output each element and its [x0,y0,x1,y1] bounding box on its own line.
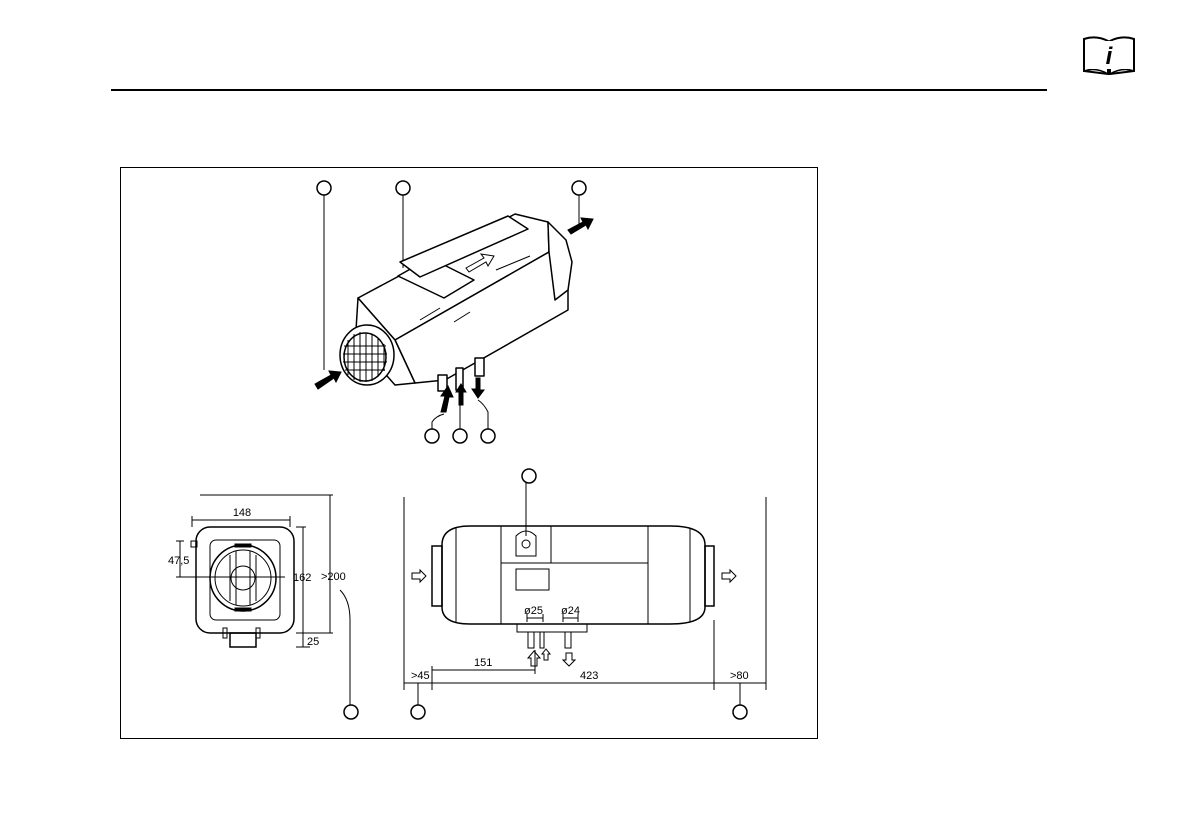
callout-circle-3 [572,181,586,195]
dim-length: 423 [580,670,598,682]
front-view [176,495,350,705]
callout-circle-10 [733,705,747,719]
dim-clearance-right: >80 [730,670,749,682]
callout-circle-4 [425,429,439,443]
dim-inlet-offset: 151 [474,657,492,669]
callout-circle-5 [453,429,467,443]
dim-height: 162 [293,572,311,584]
dim-clearance-left: >45 [411,670,430,682]
dim-inlet-diameter: ø25 [524,605,543,617]
callout-circle-7 [344,705,358,719]
callout-circle-1 [317,181,331,195]
callout-circle-9 [411,705,425,719]
dim-outlet-diameter: ø24 [561,605,580,617]
dim-clearance-total: >200 [321,571,346,583]
dim-offset: 47,5 [168,555,189,567]
dim-width: 148 [233,507,251,519]
dim-foot: 25 [307,636,319,648]
callout-circle-2 [396,181,410,195]
callout-circle-6 [481,429,495,443]
callout-circle-8 [522,469,536,483]
